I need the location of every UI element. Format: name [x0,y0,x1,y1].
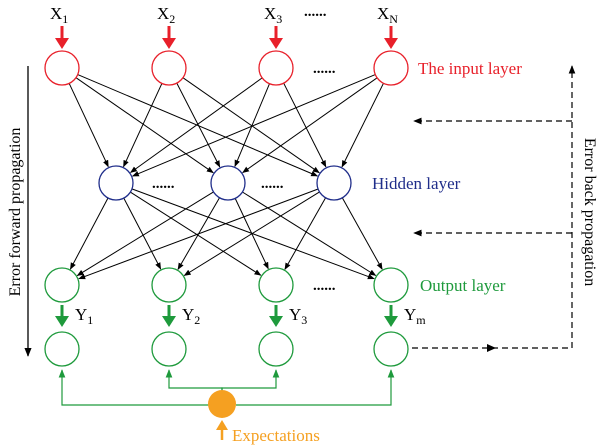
input-label-n: XN [377,4,398,26]
connection-input-1-hidden-3 [77,74,319,177]
connection-input-2-hidden-1 [123,83,163,168]
expectation-node [208,390,236,418]
connection-input-2-hidden-3 [182,77,320,174]
hidden-node-1 [98,165,134,201]
input-node-2 [151,50,187,86]
hidden-ellipsis-1: ...... [152,176,175,192]
output-label-m: Ym [404,305,426,327]
connection-input-4-hidden-2 [242,77,378,174]
connection-hidden-1-output-2 [123,197,162,270]
output-label-3: Y3 [289,305,307,327]
output-label-1: Y1 [75,305,93,327]
hidden-node-2 [210,165,246,201]
expectations-label: Expectations [232,426,320,445]
output-ellipsis: ...... [313,278,336,294]
forward-propagation-label: Error forward propagation [7,128,24,297]
connection-input-4-hidden-3 [341,82,384,168]
output-node-2 [151,267,187,303]
input-node-n [373,50,409,86]
input-layer-nodes [44,50,409,86]
input-label-1: X1 [50,4,68,26]
output-label-2: Y2 [182,305,200,327]
hidden-layer-nodes [98,165,352,201]
output-node-m [373,267,409,303]
expectation-arrow [216,420,228,440]
output-arrows [55,305,398,327]
input-layer-label: The input layer [418,59,522,78]
input-ellipsis-top: ...... [304,4,327,20]
connection-hidden-3-output-1 [78,188,319,280]
target-node-m [373,331,409,367]
connection-input-4-hidden-1 [131,74,376,177]
input-node-1 [44,50,80,86]
connection-input-3-hidden-2 [234,83,270,168]
target-node-2 [151,331,187,367]
connection-input-3-hidden-3 [283,82,327,168]
connection-hidden-1-output-3 [130,191,262,276]
connection-hidden-3-output-4 [341,197,383,270]
connection-input-1-hidden-2 [75,77,214,174]
input-label-2: X2 [157,4,175,26]
connection-hidden-3-output-2 [183,191,320,276]
connection-hidden-2-output-1 [76,191,214,277]
connection-hidden-3-output-3 [284,197,327,271]
connection-input-2-hidden-2 [176,82,221,168]
output-layer-label: Output layer [420,276,506,295]
connection-hidden-1-output-4 [131,188,375,280]
connection-hidden-1-output-1 [69,197,109,270]
input-ellipsis: ...... [313,61,336,77]
hidden-node-3 [316,165,352,201]
input-arrows [55,26,398,49]
connection-input-3-hidden-1 [130,77,263,173]
target-nodes [44,331,409,367]
back-propagation-arrows [412,65,576,352]
hidden-layer-label: Hidden layer [372,174,461,193]
input-node-3 [258,50,294,86]
output-node-1 [44,267,80,303]
output-layer-nodes [44,267,409,303]
output-node-3 [258,267,294,303]
connection-hidden-2-output-4 [242,191,377,276]
target-node-1 [44,331,80,367]
connection-lines [68,74,384,280]
target-node-3 [258,331,294,367]
hidden-ellipsis-2: ...... [261,176,284,192]
back-propagation-label: Error back propagation [581,138,598,286]
connection-input-1-hidden-1 [68,83,109,168]
input-label-3: X3 [264,4,282,26]
